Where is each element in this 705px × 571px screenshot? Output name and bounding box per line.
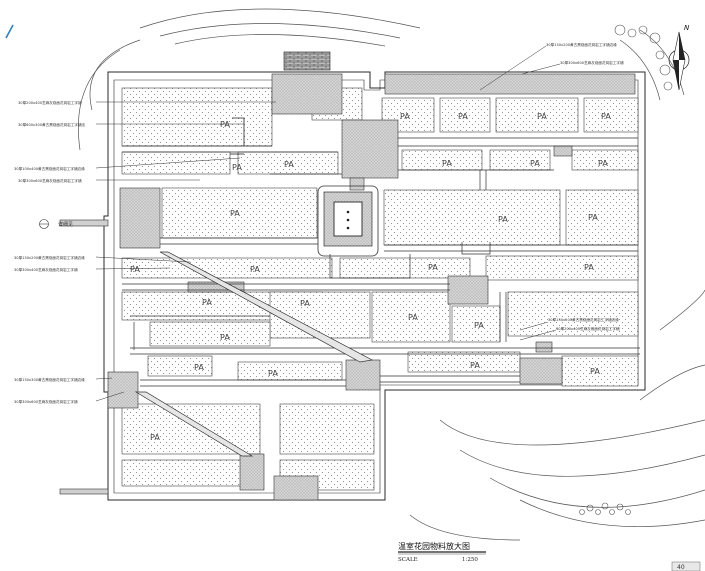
pa-label: PA (202, 298, 212, 307)
annotation-text: 30厚150x200黄古黑烧面花岗岩工字铺边缘 (14, 255, 85, 260)
planting-beds (121, 87, 639, 491)
pa-label: PA (590, 367, 600, 376)
page-number-box: 40 (671, 561, 701, 571)
brick-feature (283, 51, 331, 71)
pa-label: PA (130, 265, 140, 274)
pa-label: PA (400, 112, 410, 121)
right-annotations: 30厚150x200黄古黑烧面花岗岩工字铺边缘 30厚300x600芝麻灰烧面花… (546, 42, 624, 331)
paths (122, 137, 640, 387)
entrance-walkways (59, 219, 109, 495)
pa-label: PA (498, 215, 508, 224)
pa-label: PA (300, 299, 310, 308)
paving-areas (107, 73, 636, 501)
detail-callout: 详细见 (39, 219, 73, 229)
pa-label: PA (220, 120, 230, 129)
annotation-text: 30厚300x600芝麻灰烧面花岗岩工字铺 (14, 399, 78, 404)
diagonal-ramps (134, 251, 374, 457)
annotation-text: 30厚300x400芝麻灰烧面花岗岩工字铺 (14, 267, 78, 272)
pa-label: PA (474, 321, 484, 330)
annotation-text: 30厚600x300黄古黑烧面花岗岩工字铺法 (18, 122, 86, 127)
north-arrow: N (668, 24, 690, 91)
pa-label: PA (250, 265, 260, 274)
pa-label: PA (194, 363, 204, 372)
annotation-text: 30厚150x300黄古黑烧面花岗岩工字铺边缘 (14, 377, 85, 382)
stone-cluster (579, 502, 631, 515)
title-block: 温室花园物料放大图 SCALE 1:250 (398, 541, 486, 563)
central-fountain (317, 185, 379, 257)
north-label: N (684, 24, 690, 32)
annotation-text: 30厚200x400芝麻灰烧面花岗岩工字铺 (18, 100, 82, 105)
annotation-text: 30厚300x600芝麻灰烧面花岗岩工字铺 (18, 178, 82, 183)
page-number: 40 (677, 564, 685, 571)
annotation-text: 30厚100x400黄古黑烧面花岗岩工字铺边缘 (14, 166, 85, 171)
pa-labels: PA PA PA PA PA PA PA PA PA PA PA PA PA P… (130, 112, 611, 442)
annotation-text: 30厚150x200黄古黑烧面花岗岩工字铺边缘 (546, 42, 617, 47)
pa-label: PA (150, 433, 160, 442)
annotation-text: 30厚300x600芝麻灰烧面花岗岩工字铺 (560, 60, 624, 65)
pa-label: PA (601, 112, 611, 121)
pa-label: PA (268, 369, 278, 378)
pa-label: PA (458, 112, 468, 121)
pa-label: PA (530, 159, 540, 168)
scale-label: SCALE (398, 557, 418, 563)
pa-label: PA (584, 263, 594, 272)
pa-label: PA (428, 263, 438, 272)
pa-label: PA (220, 333, 230, 342)
corner-mark (5, 24, 14, 39)
pa-label: PA (408, 313, 418, 322)
callout-label: 详细见 (58, 221, 73, 228)
contour-lines (77, 8, 705, 541)
shrub-cluster (614, 24, 673, 91)
left-annotations: 30厚200x400芝麻灰烧面花岗岩工字铺 30厚600x300黄古黑烧面花岗岩… (14, 100, 86, 404)
callout-bracket (230, 117, 245, 155)
scale-value: 1:250 (462, 557, 478, 563)
drawing-title: 温室花园物料放大图 (398, 541, 470, 551)
pa-label: PA (284, 160, 294, 169)
leader-lines (95, 45, 561, 402)
pa-label: PA (442, 159, 452, 168)
pa-label: PA (537, 112, 547, 121)
annotation-text: 30厚200x400芝麻灰烧面花岗岩工字铺 (556, 326, 620, 331)
annotation-text: 30厚150x200黄古黑烧面花岗岩工字铺边缘 (548, 317, 619, 322)
pa-label: PA (588, 213, 598, 222)
pa-label: PA (230, 209, 240, 218)
pa-label: PA (470, 361, 480, 370)
pa-label: PA (232, 163, 242, 172)
pa-label: PA (598, 159, 608, 168)
